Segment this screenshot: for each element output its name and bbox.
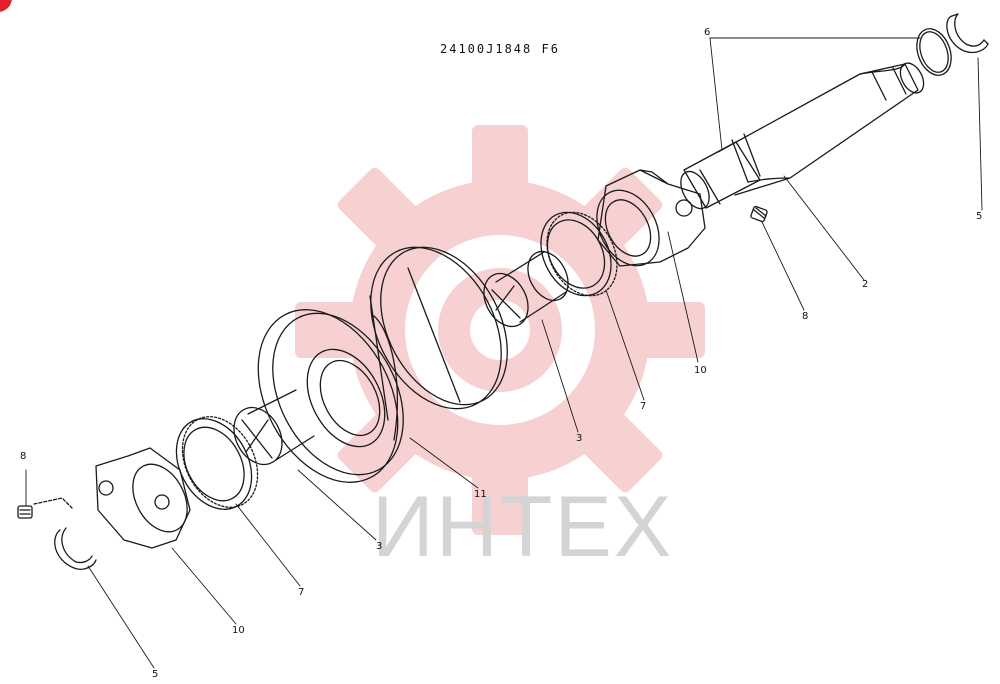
roller-body-part-11: [257, 246, 508, 483]
callout-6: 6: [704, 27, 711, 38]
leader-lines: [25, 37, 983, 669]
shaft-part-2: [680, 62, 925, 210]
callout-3-right: 3: [576, 433, 583, 444]
watermark-text: ИНТЕХ: [372, 479, 674, 575]
callout-11: 11: [474, 489, 487, 500]
drawing-code: 24100J1848 F6: [440, 42, 560, 56]
collar-part-10-left: [95, 447, 191, 549]
callout-2: 2: [862, 279, 869, 290]
corner-badge-icon: [0, 0, 12, 12]
callout-3-left: 3: [376, 541, 383, 552]
callout-10-right: 10: [694, 365, 707, 376]
o-ring-part-6: [916, 28, 952, 76]
snap-ring-part-5-left: [54, 527, 97, 570]
callout-8-right: 8: [802, 311, 809, 322]
callout-5-right: 5: [976, 211, 983, 222]
bushing-part-3-right: [483, 250, 569, 328]
callout-5-left: 5: [152, 669, 159, 680]
seal-part-7-right: [540, 211, 618, 297]
bushing-part-3-left: [233, 389, 315, 466]
plug-part-8-right: [750, 205, 768, 223]
plug-part-8-left: [17, 497, 73, 519]
seal-part-7-left: [175, 416, 259, 510]
callout-8-left: 8: [20, 451, 27, 462]
collar-part-10-right: [596, 169, 706, 267]
callout-7-left: 7: [298, 587, 305, 598]
snap-ring-part-5-right: [946, 13, 989, 54]
watermark-gear-icon: [295, 125, 705, 535]
callout-7-right: 7: [640, 401, 647, 412]
callout-10-left: 10: [232, 625, 245, 636]
